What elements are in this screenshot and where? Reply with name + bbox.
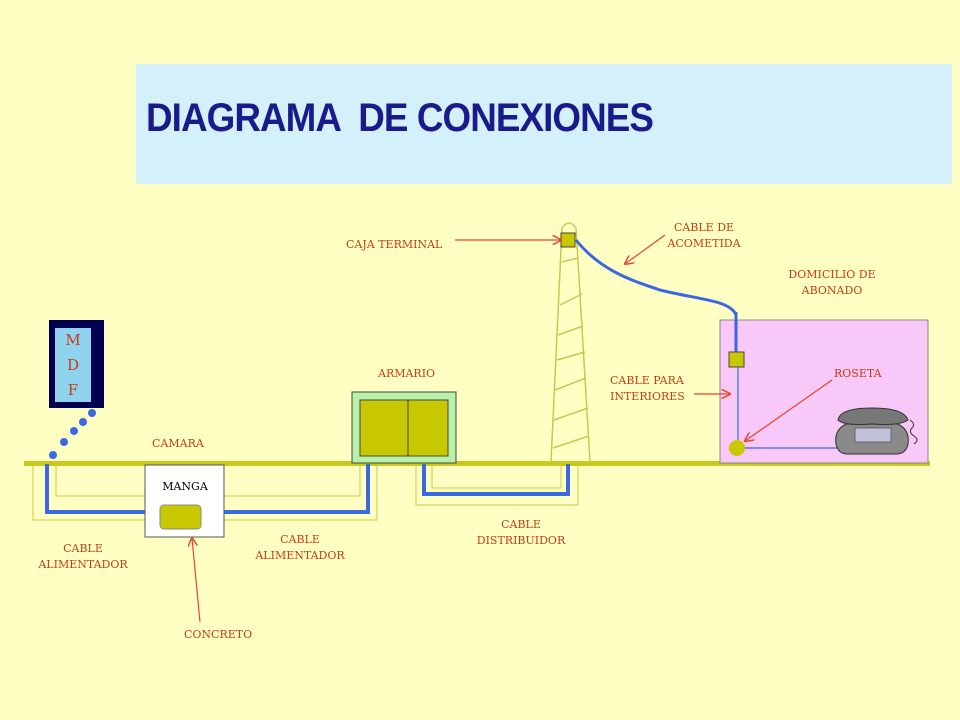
label-cable-interiores: CABLE PARA INTERIORES (610, 373, 685, 405)
label-line: ABONADO (801, 284, 863, 297)
title-banner (136, 64, 952, 184)
label-line: CABLE (501, 518, 541, 531)
label-line: ALIMENTADOR (255, 549, 345, 562)
conduit-outline-right (415, 466, 579, 506)
label-line: DISTRIBUIDOR (476, 534, 566, 547)
conduit-outline-right-inner (431, 466, 562, 489)
armario-door-left (359, 399, 409, 457)
caja-terminal-box (560, 232, 576, 248)
label-line: DOMICILIO DE (788, 268, 876, 281)
protector-box (728, 351, 745, 368)
arrow-cable-acometida (625, 234, 666, 264)
ground-line (24, 461, 930, 466)
label-concreto: CONCRETO (184, 628, 253, 641)
telephone-icon (835, 407, 918, 455)
mdf-dotted-cable (49, 409, 96, 459)
label-line: CABLE PARA (610, 374, 684, 387)
mdf-letter-m: M (65, 331, 81, 350)
armario-door-right (407, 399, 449, 457)
label-cable-acometida: CABLE DE ACOMETIDA (654, 220, 754, 252)
arrow-concreto (192, 538, 201, 623)
cable-acometida-line (574, 239, 738, 316)
label-cable-alimentador-right: CABLE ALIMENTADOR (245, 532, 355, 564)
label-armario: ARMARIO (378, 367, 436, 380)
label-line: INTERIORES (610, 390, 685, 403)
label-line: ALIMENTADOR (38, 558, 128, 571)
arrow-roseta (745, 379, 833, 441)
mdf-letter-d: D (66, 355, 80, 374)
page-title: DIAGRAMA DE CONEXIONES (146, 96, 654, 140)
label-line: CABLE (280, 533, 320, 546)
telephone-pole (550, 222, 591, 463)
label-cable-alimentador-left: CABLE ALIMENTADOR (28, 541, 138, 573)
label-cable-distribuidor: CABLE DISTRIBUIDOR (466, 517, 576, 549)
label-roseta: ROSETA (834, 367, 882, 380)
label-manga: MANGA (162, 480, 208, 493)
label-line: CABLE DE (673, 221, 735, 234)
mdf-letter-f: F (67, 380, 79, 399)
label-line: CABLE (63, 542, 103, 555)
cable-distribuidor-line (422, 464, 570, 496)
manga-splice (159, 504, 202, 530)
label-camara: CAMARA (152, 437, 204, 450)
roseta-outlet (729, 440, 745, 456)
mdf-label: M D F (55, 328, 91, 402)
label-domicilio: DOMICILIO DE ABONADO (772, 267, 892, 299)
label-line: ACOMETIDA (667, 237, 741, 250)
label-caja-terminal: CAJA TERMINAL (346, 238, 443, 251)
